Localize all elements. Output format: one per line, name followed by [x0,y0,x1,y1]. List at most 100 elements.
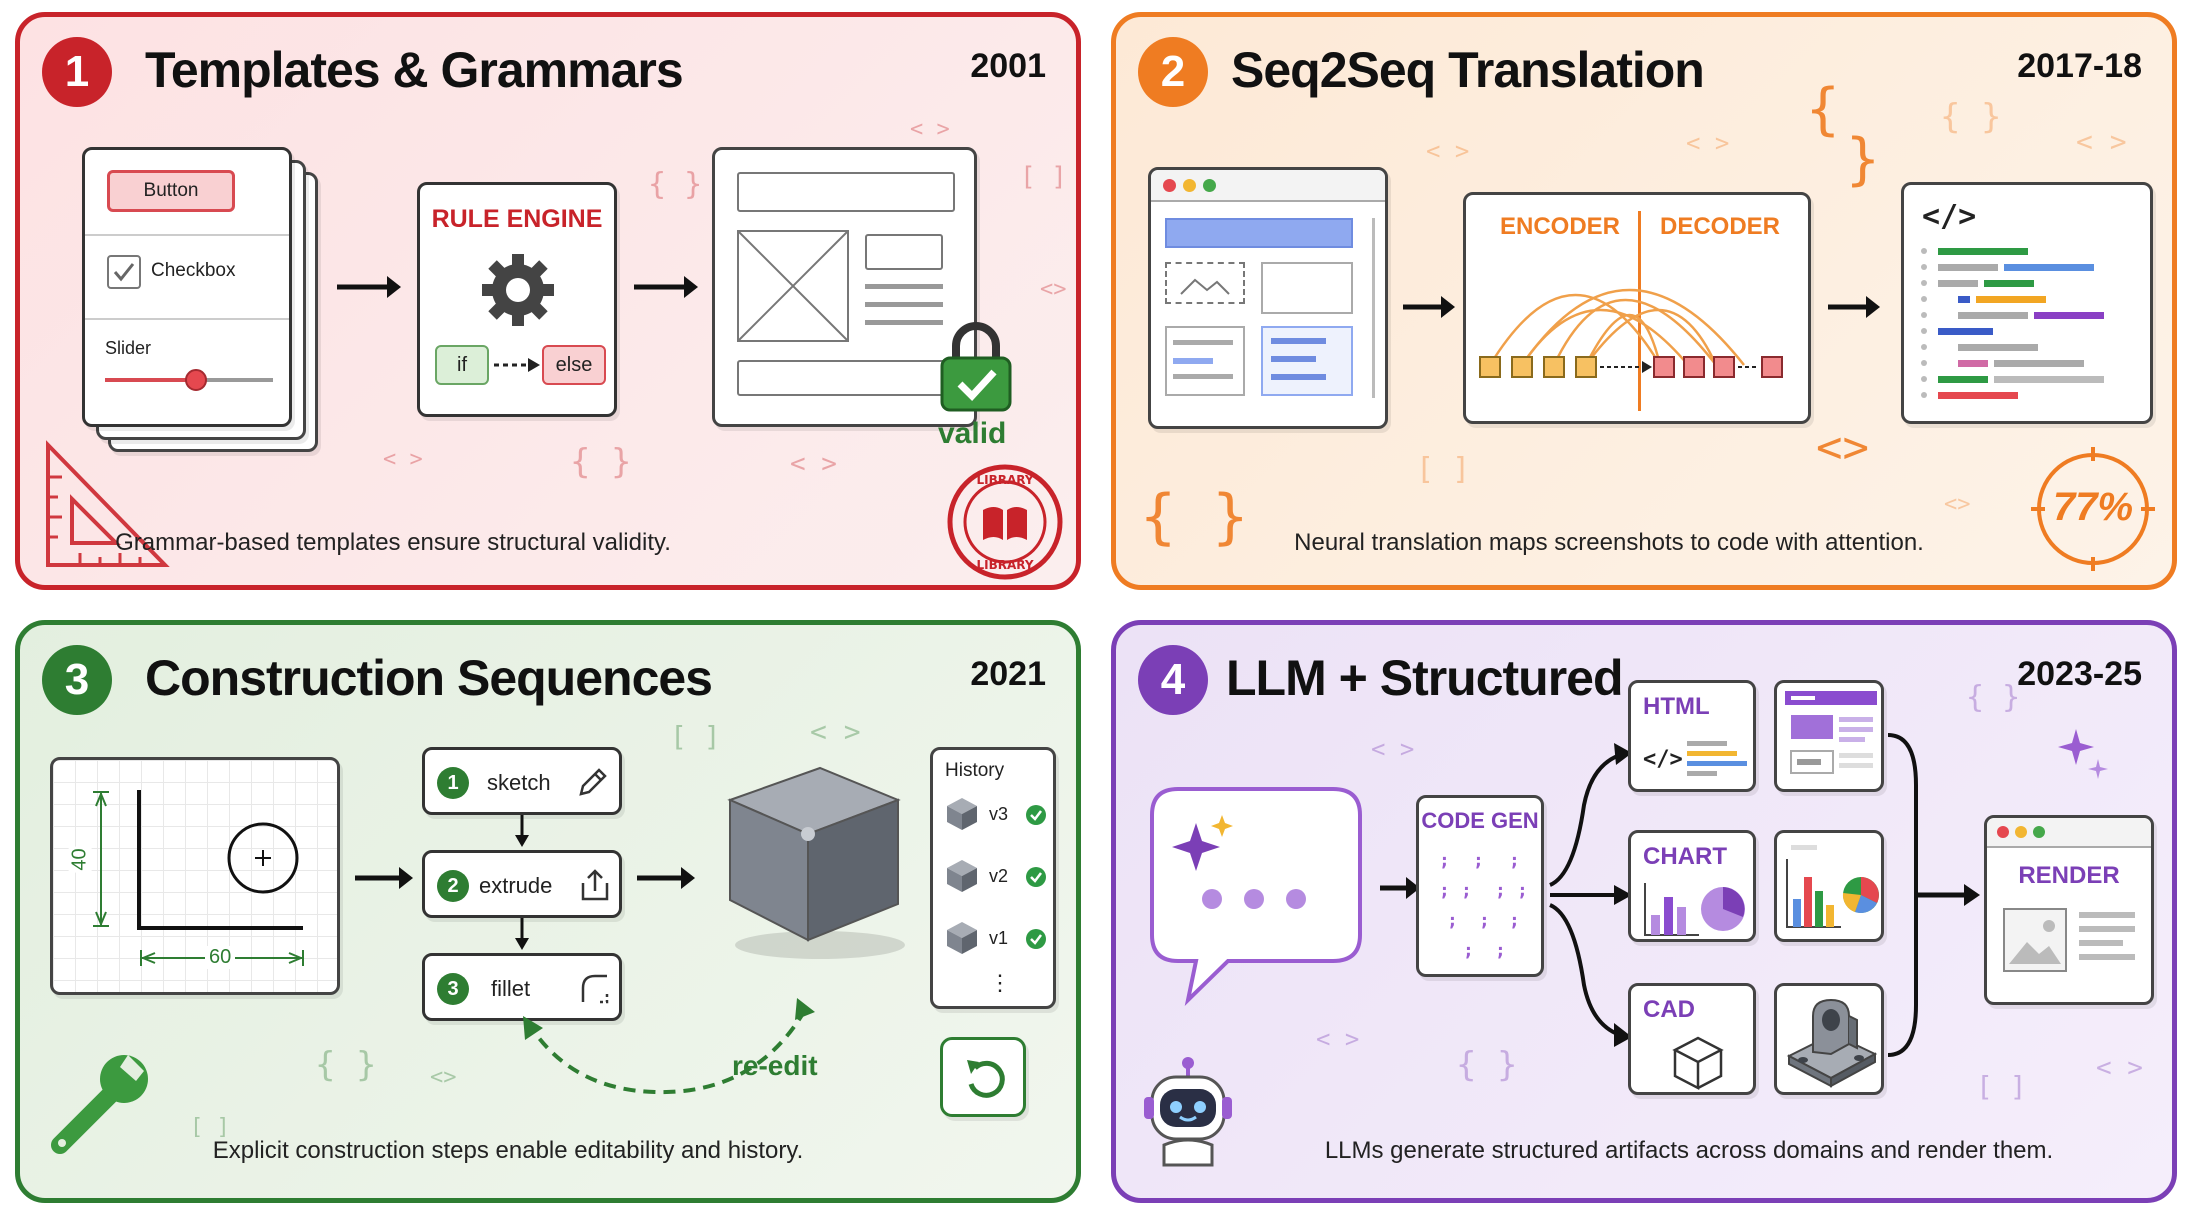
window-maximize-icon [1203,179,1216,192]
curly-brace-icon: { [1806,77,1840,142]
extrude-icon [581,869,609,901]
brace-decor-icon: { } [1456,1045,1518,1085]
history-item-v1[interactable]: v1 [945,920,1046,960]
output-chart-card: CHART [1628,830,1756,942]
checkbox-icon [107,255,141,289]
colored-chart-icon [1786,845,1879,928]
arrow-right-icon [337,276,401,298]
step-extrude[interactable]: 2 extrude [422,850,622,918]
check-circle-icon [1026,867,1046,887]
robot-icon [1144,1057,1232,1167]
bracket-decor-icon: [ ] [1976,1070,2027,1103]
cube-icon [947,860,977,892]
brace-decor-icon: < > [2076,125,2127,158]
wire-line [865,302,943,307]
divider [85,318,289,320]
panel-templates-grammars: 1 Templates & Grammars 2001 Button Check… [15,12,1081,590]
encoder-decoder-card: ENCODER DECODER [1463,192,1811,424]
history-item-v2[interactable]: v2 [945,858,1046,898]
history-version: v1 [989,928,1009,948]
bracket-decor-icon: [ ] [190,1115,230,1140]
sparkle-icon [2058,729,2108,779]
step-number: 3 [437,973,469,1005]
curly-brace-icon: } [1846,127,1880,192]
panel-year: 2001 [970,47,1046,85]
panel-number-badge: 4 [1138,645,1208,715]
cad-cube-icon [727,766,905,959]
arrow-right-icon [1380,877,1420,899]
brace-decor-icon: < > [810,715,861,748]
brace-decor-icon: < > [383,447,423,472]
history-title: History [945,760,1005,781]
panel-llm-structured: 4 LLM + Structured 2023-25 CODE GEN ;;; … [1111,620,2177,1203]
output-label: CAD [1643,996,1695,1023]
screen-list [1165,326,1245,396]
brace-decor-icon: { } [1966,680,2021,715]
svg-text:;: ; [1439,850,1450,871]
image-icon [1165,262,1245,304]
rule-engine-card: RULE ENGINE if else [417,182,617,417]
step-label: extrude [479,873,553,898]
panel-title: Templates & Grammars [145,42,684,98]
step-label: sketch [487,770,551,795]
output-label: HTML [1643,693,1710,720]
window-close-icon [1997,826,2009,838]
panel-caption: Explicit construction steps enable edita… [212,1137,804,1164]
brace-decor-icon: { } [315,1045,377,1085]
screen-header-bar [1165,218,1353,248]
panel-title: Seq2Seq Translation [1231,42,1705,98]
step-fillet[interactable]: 3 fillet [422,953,622,1021]
cad-part-icon [1786,998,1878,1088]
output-html-card: HTML </> [1628,680,1756,792]
render-label: RENDER [2018,862,2120,889]
brace-decor-icon: <> [1040,277,1067,302]
arrow-right-icon [1403,296,1455,318]
chart-thumbnail-icon [1644,883,1745,936]
html-preview [1774,680,1884,792]
svg-text:;: ; [1463,940,1474,961]
window-close-icon [1163,179,1176,192]
window-titlebar [1151,170,1385,202]
brace-decor-icon: < > [910,117,950,142]
arrow-right-icon [634,276,698,298]
cube-outline-icon [1672,1036,1724,1091]
wrench-icon [51,1055,148,1154]
revert-button[interactable] [940,1037,1026,1117]
fillet-icon [581,974,609,1004]
scrollbar [1372,218,1375,398]
re-edit-label: re-edit [732,1050,818,1081]
code-gen-label: CODE GEN [1421,808,1539,833]
svg-text:;: ; [1439,880,1450,901]
history-item-v3[interactable]: v3 [945,796,1046,836]
curly-brace-icon: { } [1140,482,1249,552]
svg-text:;: ; [1517,880,1528,901]
history-version: v3 [989,804,1009,824]
arrow-right-icon [1828,296,1880,318]
output-label: CHART [1643,843,1727,870]
window-maximize-icon [2033,826,2045,838]
template-button: Button [107,170,235,212]
decoder-label: DECODER [1660,213,1781,240]
code-icon: </> [1922,199,1977,234]
panel-caption: Grammar-based templates ensure structura… [115,529,671,556]
svg-text:;: ; [1495,940,1506,961]
slider-thumb [185,369,207,391]
brace-decor-icon: < > [1316,1025,1360,1053]
bracket-decor-icon: [ ] [1020,162,1067,192]
dimension-height: 40 [68,846,92,873]
panel-caption: Neural translation maps screenshots to c… [1294,529,1924,556]
arrow-right-icon [355,867,413,889]
brace-decor-icon: { } [1940,97,2002,137]
step-sketch[interactable]: 1 sketch [422,747,622,815]
chart-preview [1774,830,1884,942]
bracket-decor-icon: [ ] [670,720,721,753]
code-tokens: ;;; ;;;; ;;; ;; [1439,850,1528,961]
panel-title: Construction Sequences [145,650,713,706]
brace-decor-icon: { } [570,442,632,482]
svg-text:;: ; [1447,910,1458,931]
accuracy-percent: 77% [2052,485,2134,529]
window-minimize-icon [2015,826,2027,838]
dashed-arrow-icon [494,358,540,372]
sketch-drawing [93,790,304,966]
svg-text:;: ; [1479,910,1490,931]
